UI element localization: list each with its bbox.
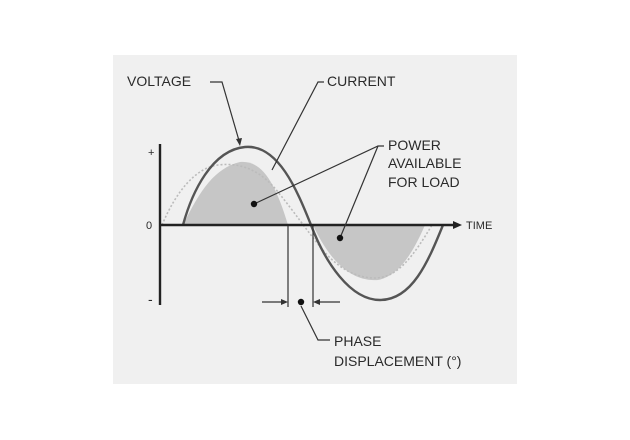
y-minus-label: -: [148, 291, 153, 307]
phase-arrowhead-left: [281, 299, 288, 305]
power-dot-negative: [336, 234, 344, 242]
power-label-line3: FOR LOAD: [388, 174, 460, 190]
voltage-leader-arrow: [236, 138, 242, 146]
voltage-label: VOLTAGE: [127, 73, 191, 89]
y-plus-label: +: [148, 147, 154, 159]
phase-leader: [300, 305, 330, 341]
voltage-leader: [210, 81, 241, 145]
power-dot-positive: [250, 200, 258, 208]
power-label-line2: AVAILABLE: [388, 155, 461, 171]
power-area-negative: [313, 225, 425, 281]
y-zero-label: 0: [146, 220, 152, 232]
phase-dot: [297, 298, 305, 306]
phase-arrowhead-right: [313, 299, 320, 305]
power-label-line1: POWER: [388, 137, 441, 153]
phase-label-line2: DISPLACEMENT (°): [334, 353, 461, 369]
phase-label-line1: PHASE: [334, 333, 381, 349]
voltage-curve: [161, 163, 433, 279]
x-axis-arrowhead: [453, 221, 462, 229]
current-leader: [271, 81, 324, 171]
current-label: CURRENT: [327, 73, 396, 89]
power-area-positive: [183, 161, 288, 225]
diagram-panel: [113, 55, 517, 384]
power-leader-negative: [339, 145, 379, 239]
power-leader-positive: [253, 145, 384, 205]
time-axis-label: TIME: [466, 220, 492, 232]
